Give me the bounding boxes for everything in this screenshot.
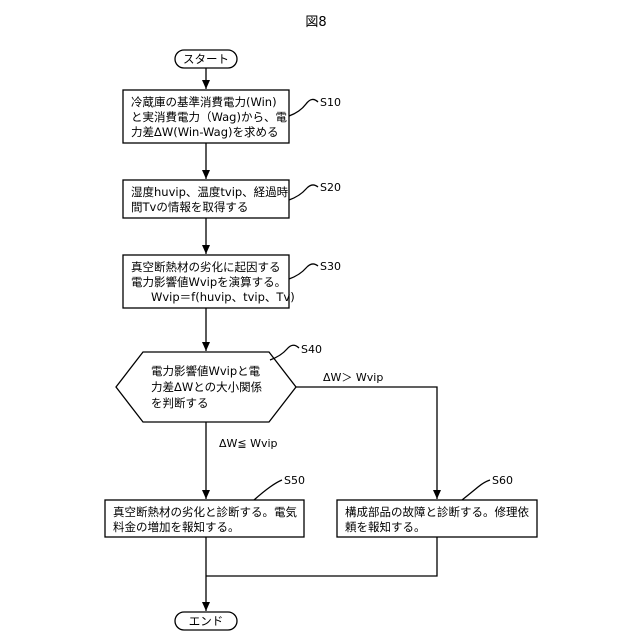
s50-leader-line: [254, 480, 282, 500]
s50-line-2: 料金の増加を報知する。: [113, 520, 240, 534]
step-s10-box: 冷蔵庫の基準消費電力(Win) と実消費電力（Wag)から、電 力差ΔW(Win…: [123, 90, 289, 143]
s60-line-1: 構成部品の故障と診断する。修理依: [345, 505, 529, 519]
decision-s40: 電力影響値Wvipと電 力差ΔWとの大小関係 を判断する: [116, 352, 296, 422]
start-terminal: スタート: [175, 50, 237, 68]
s40-step-id: S40: [301, 343, 322, 356]
s10-line-3: 力差ΔW(Win-Wag)を求める: [131, 125, 278, 139]
s10-leader-line: [289, 99, 318, 116]
arrow-s60-merge: [206, 537, 437, 576]
s10-step-id: S10: [320, 96, 341, 109]
s60-leader-line: [462, 480, 490, 500]
s30-line-2: 電力影響値Wvipを演算する。: [131, 275, 286, 289]
s40-line-3: を判断する: [151, 396, 209, 410]
step-s20-box: 湿度huvip、温度tvip、経過時 間Tvの情報を取得する: [123, 180, 289, 218]
s30-leader-line: [289, 264, 318, 279]
s30-step-id: S30: [320, 260, 341, 273]
s40-leader-line: [270, 345, 299, 360]
s10-line-2: と実消費電力（Wag)から、電: [131, 110, 287, 124]
s50-step-id: S50: [284, 474, 305, 487]
branch-down-label: ΔW≦ Wvip: [219, 437, 278, 450]
end-terminal: エンド: [175, 612, 237, 630]
s20-step-id: S20: [320, 181, 341, 194]
step-s30-box: 真空断熱材の劣化に起因する 電力影響値Wvipを演算する。 Wvip＝f(huv…: [123, 255, 295, 308]
s60-step-id: S60: [492, 474, 513, 487]
s60-line-2: 頼を報知する。: [345, 520, 426, 534]
s10-line-1: 冷蔵庫の基準消費電力(Win): [131, 95, 277, 109]
s30-line-1: 真空断熱材の劣化に起因する: [131, 260, 281, 274]
end-label: エンド: [189, 614, 224, 628]
s50-line-1: 真空断熱材の劣化と診断する。電気: [113, 505, 297, 519]
arrow-s40-s60: [296, 387, 437, 499]
step-s50-box: 真空断熱材の劣化と診断する。電気 料金の増加を報知する。: [105, 500, 304, 537]
s40-line-1: 電力影響値Wvipと電: [151, 364, 261, 378]
step-s60-box: 構成部品の故障と診断する。修理依 頼を報知する。: [337, 500, 537, 537]
branch-right-label: ΔW＞ Wvip: [323, 371, 383, 384]
s20-line-2: 間Tvの情報を取得する: [131, 200, 248, 214]
s30-line-3: Wvip＝f(huvip、tvip、Tv): [151, 290, 295, 304]
start-label: スタート: [183, 52, 229, 66]
s40-line-2: 力差ΔWとの大小関係: [151, 380, 262, 394]
s20-line-1: 湿度huvip、温度tvip、経過時: [131, 185, 289, 199]
figure-title: 図8: [305, 15, 326, 30]
s20-leader-line: [289, 185, 318, 200]
